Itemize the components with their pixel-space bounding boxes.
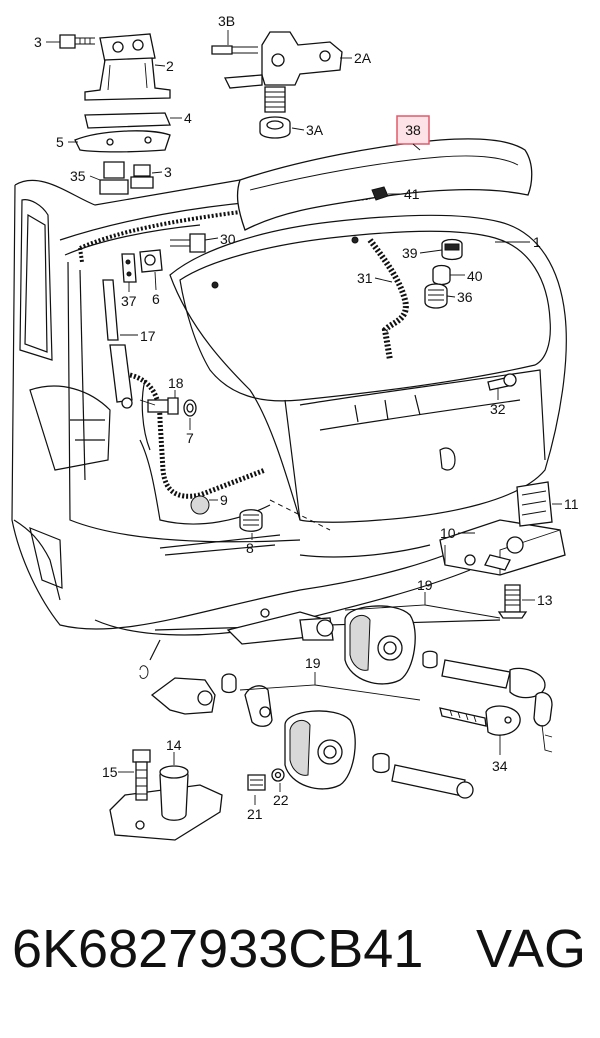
ignition-key <box>439 705 521 736</box>
callout-7: 7 <box>186 430 194 446</box>
callout-2: 2 <box>166 58 174 74</box>
callout-3-mid: 3 <box>164 164 172 180</box>
striker-plate <box>109 749 285 841</box>
highlight-box-38: 38 <box>396 115 430 151</box>
callout-15: 15 <box>102 764 118 780</box>
callout-3a: 3A <box>306 122 324 138</box>
part-number: 6K6827933CB41 <box>12 919 424 979</box>
callout-4: 4 <box>184 110 192 126</box>
tailgate-panel <box>169 214 567 523</box>
callout-14: 14 <box>166 737 182 753</box>
tailgate-lock <box>439 481 566 619</box>
handle-lock-group <box>226 605 553 753</box>
callout-13: 13 <box>537 592 553 608</box>
bolt-32 <box>487 373 517 391</box>
callout-22: 22 <box>273 792 289 808</box>
rear-spoiler <box>236 138 533 231</box>
seal-strips <box>78 196 409 499</box>
brand-label: VAG <box>476 919 587 979</box>
hinge-part-2a <box>211 31 343 139</box>
callout-9: 9 <box>220 492 228 508</box>
callout-5: 5 <box>56 134 64 150</box>
callout-11: 11 <box>564 496 579 512</box>
vehicle-body-outline <box>11 179 501 661</box>
callout-18: 18 <box>168 375 184 391</box>
small-fasteners-upper <box>170 186 463 309</box>
callout-37: 37 <box>121 293 137 309</box>
callout-31: 31 <box>357 270 373 286</box>
callout-21: 21 <box>247 806 263 822</box>
hinge-plates <box>74 112 171 195</box>
callout-3: 3 <box>34 34 42 50</box>
callout-30: 30 <box>220 231 236 247</box>
callout-34: 34 <box>492 758 508 774</box>
caption-bar: 6K6827933CB41 VAG <box>0 918 600 1008</box>
callout-32: 32 <box>490 401 506 417</box>
callout-1: 1 <box>533 234 541 250</box>
callout-2a: 2A <box>354 50 372 66</box>
lower-lock-group <box>139 665 474 799</box>
gas-strut-assembly <box>102 249 163 409</box>
callout-41: 41 <box>404 186 420 202</box>
hinge-part-2 <box>59 33 171 101</box>
exploded-parts-diagram: 38 <box>11 13 579 841</box>
callout-8: 8 <box>246 540 254 556</box>
callout-labels: 3 2 3B 2A 4 3A 5 35 3 41 1 30 39 31 40 3… <box>34 13 579 822</box>
callout-36: 36 <box>457 289 473 305</box>
callout-40: 40 <box>467 268 483 284</box>
callout-10: 10 <box>440 525 456 541</box>
callout-17: 17 <box>140 328 156 344</box>
small-fasteners-left <box>147 397 263 532</box>
callout-38: 38 <box>405 122 421 138</box>
callout-39: 39 <box>402 245 418 261</box>
callout-3b: 3B <box>218 13 235 29</box>
callout-19-top: 19 <box>417 577 433 593</box>
leader-lines <box>46 30 562 805</box>
callout-35: 35 <box>70 168 86 184</box>
callout-6: 6 <box>152 291 160 307</box>
callout-19-bottom: 19 <box>305 655 321 671</box>
